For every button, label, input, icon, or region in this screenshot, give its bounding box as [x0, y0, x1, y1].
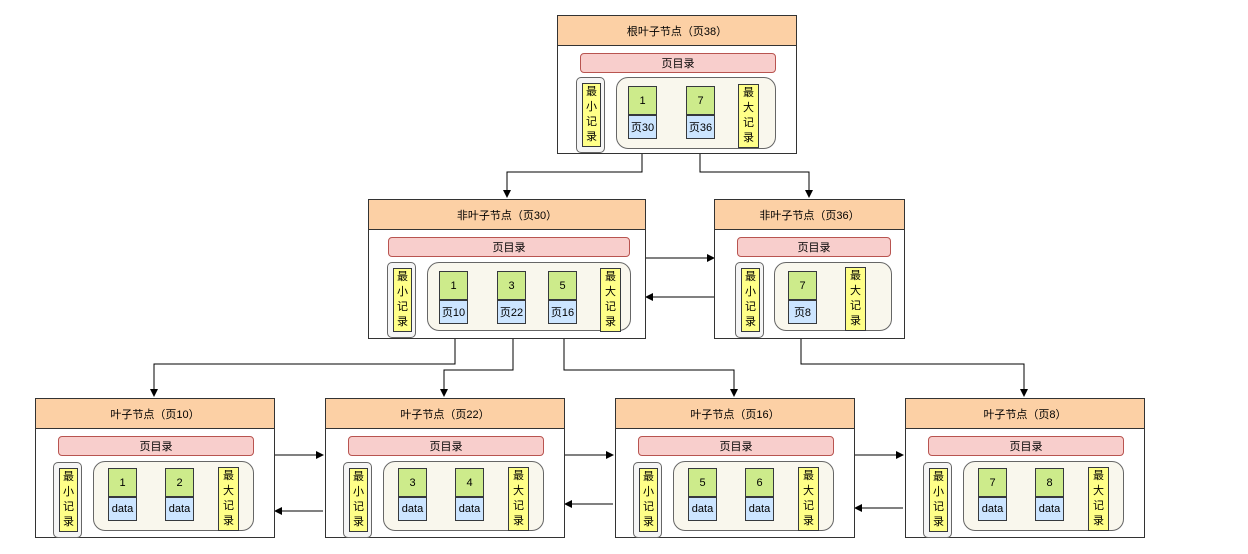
record-data: data [108, 497, 137, 521]
max-record: 最大记录 [218, 467, 239, 531]
min-record: 最小记录 [349, 468, 368, 532]
record-key: 4 [455, 468, 484, 497]
page-directory: 页目录 [580, 53, 776, 73]
edge-page36-to-page8 [800, 339, 1028, 397]
record-key: 1 [628, 86, 657, 115]
record-data: data [398, 497, 427, 521]
record-data: data [688, 497, 717, 521]
max-record: 最大记录 [508, 467, 529, 531]
record-key: 2 [165, 468, 194, 497]
node-title: 叶子节点（页10） [36, 399, 274, 429]
edge-page30-to-page16 [563, 329, 738, 397]
min-record: 最小记录 [741, 268, 760, 332]
record-key: 1 [439, 271, 468, 300]
edge-page30-to-page10 [150, 329, 456, 397]
node-title: 非叶子节点（页30） [369, 200, 645, 230]
leaf-node-page10: 叶子节点（页10） 页目录 最小记录 1 data 2 data 最大记录 [35, 398, 275, 538]
record-key: 3 [497, 271, 526, 300]
min-record: 最小记录 [393, 268, 412, 332]
page-directory: 页目录 [928, 436, 1124, 456]
min-record: 最小记录 [582, 83, 601, 147]
page-directory: 页目录 [348, 436, 544, 456]
min-record-group: 最小记录 [633, 462, 662, 538]
record-key: 1 [108, 468, 137, 497]
record-key: 7 [978, 468, 1007, 497]
record-key: 5 [548, 271, 577, 300]
page-directory: 页目录 [58, 436, 254, 456]
record-data: data [455, 497, 484, 521]
min-record-group: 最小记录 [735, 262, 764, 338]
root-node: 根叶子节点（页38） 页目录 最小记录 1 页30 7 页36 最大记录 [557, 15, 797, 154]
record-pointer: 页8 [788, 300, 817, 324]
internal-node-page30: 非叶子节点（页30） 页目录 最小记录 1 页10 3 页22 5 页16 最大… [368, 199, 646, 339]
min-record-group: 最小记录 [576, 77, 605, 153]
node-title: 叶子节点（页8） [906, 399, 1144, 429]
page-directory: 页目录 [638, 436, 834, 456]
min-record: 最小记录 [929, 468, 948, 532]
page-directory: 页目录 [737, 237, 891, 257]
record-key: 3 [398, 468, 427, 497]
node-title: 非叶子节点（页36） [715, 200, 904, 230]
record-key: 7 [788, 271, 817, 300]
edge-page30-to-page22 [440, 329, 514, 397]
min-record-group: 最小记录 [53, 462, 82, 538]
node-title: 叶子节点（页16） [616, 399, 854, 429]
max-record: 最大记录 [798, 467, 819, 531]
record-key: 6 [745, 468, 774, 497]
min-record: 最小记录 [59, 468, 78, 532]
record-pointer: 页16 [548, 300, 577, 324]
node-title: 根叶子节点（页38） [558, 16, 796, 46]
page-directory: 页目录 [388, 237, 630, 257]
min-record-group: 最小记录 [343, 462, 372, 538]
leaf-node-page16: 叶子节点（页16） 页目录 最小记录 5 data 6 data 最大记录 [615, 398, 855, 538]
record-key: 7 [686, 86, 715, 115]
record-data: data [1035, 497, 1064, 521]
record-pointer: 页10 [439, 300, 468, 324]
record-pointer: 页30 [628, 115, 657, 139]
min-record: 最小记录 [639, 468, 658, 532]
record-pointer: 页22 [497, 300, 526, 324]
record-data: data [165, 497, 194, 521]
record-pointer: 页36 [686, 115, 715, 139]
record-data: data [978, 497, 1007, 521]
min-record-group: 最小记录 [387, 262, 416, 338]
node-title: 叶子节点（页22） [326, 399, 564, 429]
leaf-node-page22: 叶子节点（页22） 页目录 最小记录 3 data 4 data 最大记录 [325, 398, 565, 538]
leaf-node-page8: 叶子节点（页8） 页目录 最小记录 7 data 8 data 最大记录 [905, 398, 1145, 538]
record-key: 5 [688, 468, 717, 497]
max-record: 最大记录 [738, 84, 759, 148]
min-record-group: 最小记录 [923, 462, 952, 538]
max-record: 最大记录 [1088, 467, 1109, 531]
record-data: data [745, 497, 774, 521]
record-key: 8 [1035, 468, 1064, 497]
max-record: 最大记录 [845, 267, 866, 331]
max-record: 最大记录 [600, 268, 621, 332]
internal-node-page36: 非叶子节点（页36） 页目录 最小记录 7 页8 最大记录 [714, 199, 905, 339]
